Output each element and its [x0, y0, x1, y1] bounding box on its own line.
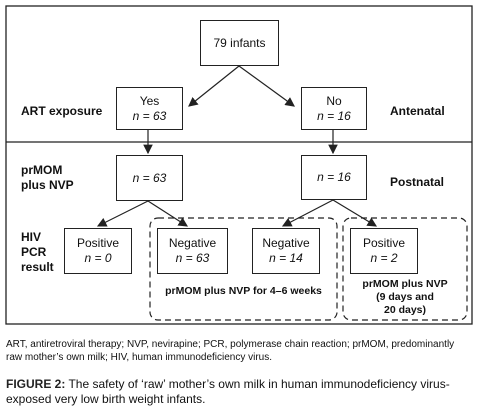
node-negative-left-count: n = 63	[175, 251, 210, 265]
node-negative-left-title: Negative	[168, 236, 217, 250]
dashed-group-main	[149, 217, 338, 321]
node-no-title: No	[326, 93, 342, 108]
row-label-prmom: prMOM plus NVP	[21, 163, 74, 193]
node-positive-left-count: n = 0	[84, 251, 112, 265]
row-label-hiv: HIV PCR result	[21, 230, 54, 275]
node-no: No n = 16	[301, 87, 367, 130]
dashed-caption-side-line2: (9 days and	[376, 291, 434, 303]
node-negative-right: Negative n = 14	[252, 228, 320, 274]
node-postnatal-right-count: n = 16	[317, 170, 351, 184]
dashed-caption-side: prMOM plus NVP (9 days and 20 days)	[343, 278, 467, 317]
row-label-hiv-line2: PCR	[21, 245, 47, 259]
root-node: 79 infants	[200, 20, 279, 66]
dashed-caption-main: prMOM plus NVP for 4–6 weeks	[165, 285, 322, 297]
outer-frame	[5, 5, 473, 325]
node-positive-right-count: n = 2	[370, 251, 398, 265]
dashed-group-side	[342, 217, 468, 321]
dashed-caption-side-line3: 20 days)	[383, 304, 427, 316]
node-postnatal-left-count: n = 63	[132, 170, 167, 185]
phase-label-postnatal: Postnatal	[390, 175, 445, 189]
node-positive-right: Positive n = 2	[350, 228, 418, 274]
node-positive-right-title: Positive	[362, 236, 406, 250]
node-negative-right-title: Negative	[262, 236, 310, 250]
abbreviations-footnote: ART, antiretroviral therapy; NVP, nevira…	[6, 339, 455, 363]
figure-caption-text: The safety of ‘raw’ mother’s own milk in…	[6, 377, 450, 406]
row-label-hiv-line1: HIV	[21, 230, 42, 244]
dashed-caption-side-line1: prMOM plus NVP	[362, 278, 448, 290]
node-positive-left-title: Positive	[76, 236, 120, 250]
node-no-count: n = 16	[317, 108, 351, 123]
phase-label-antenatal: Antenatal	[390, 104, 445, 118]
node-negative-left: Negative n = 63	[157, 228, 228, 274]
figure-caption: FIGURE 2: The safety of ‘raw’ mother’s o…	[6, 377, 472, 407]
root-label: 79 infants	[213, 35, 266, 50]
row-label-hiv-line3: result	[21, 260, 54, 274]
figure-caption-label: FIGURE 2:	[6, 377, 66, 391]
node-yes: Yes n = 63	[116, 87, 183, 130]
node-postnatal-right: n = 16	[301, 155, 367, 200]
row-label-prmom-line2: plus NVP	[21, 178, 74, 192]
node-yes-title: Yes	[139, 93, 160, 108]
node-positive-left: Positive n = 0	[64, 228, 132, 274]
row-label-art-exposure: ART exposure	[21, 104, 103, 118]
node-postnatal-left: n = 63	[116, 155, 183, 201]
node-yes-count: n = 63	[132, 108, 167, 123]
row-label-prmom-line1: prMOM	[21, 163, 63, 177]
node-negative-right-count: n = 14	[269, 251, 303, 265]
